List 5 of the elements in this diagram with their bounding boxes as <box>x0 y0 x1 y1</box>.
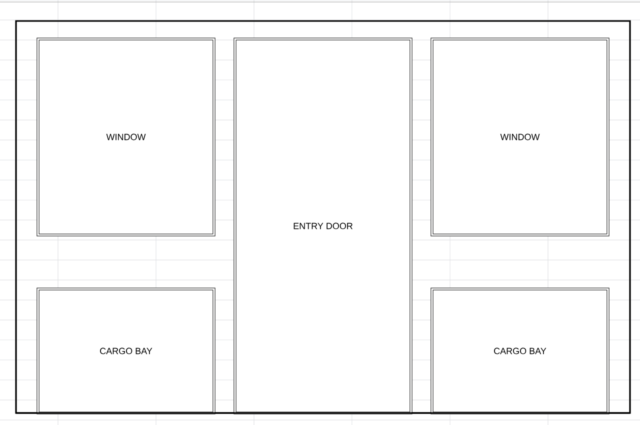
cargo-bay-box: CARGO BAY <box>430 288 610 414</box>
door-box: ENTRY DOOR <box>234 38 412 414</box>
window-box: WINDOW <box>36 38 216 236</box>
cargo-bay-box: CARGO BAY <box>36 288 216 414</box>
window-box: WINDOW <box>430 38 610 236</box>
